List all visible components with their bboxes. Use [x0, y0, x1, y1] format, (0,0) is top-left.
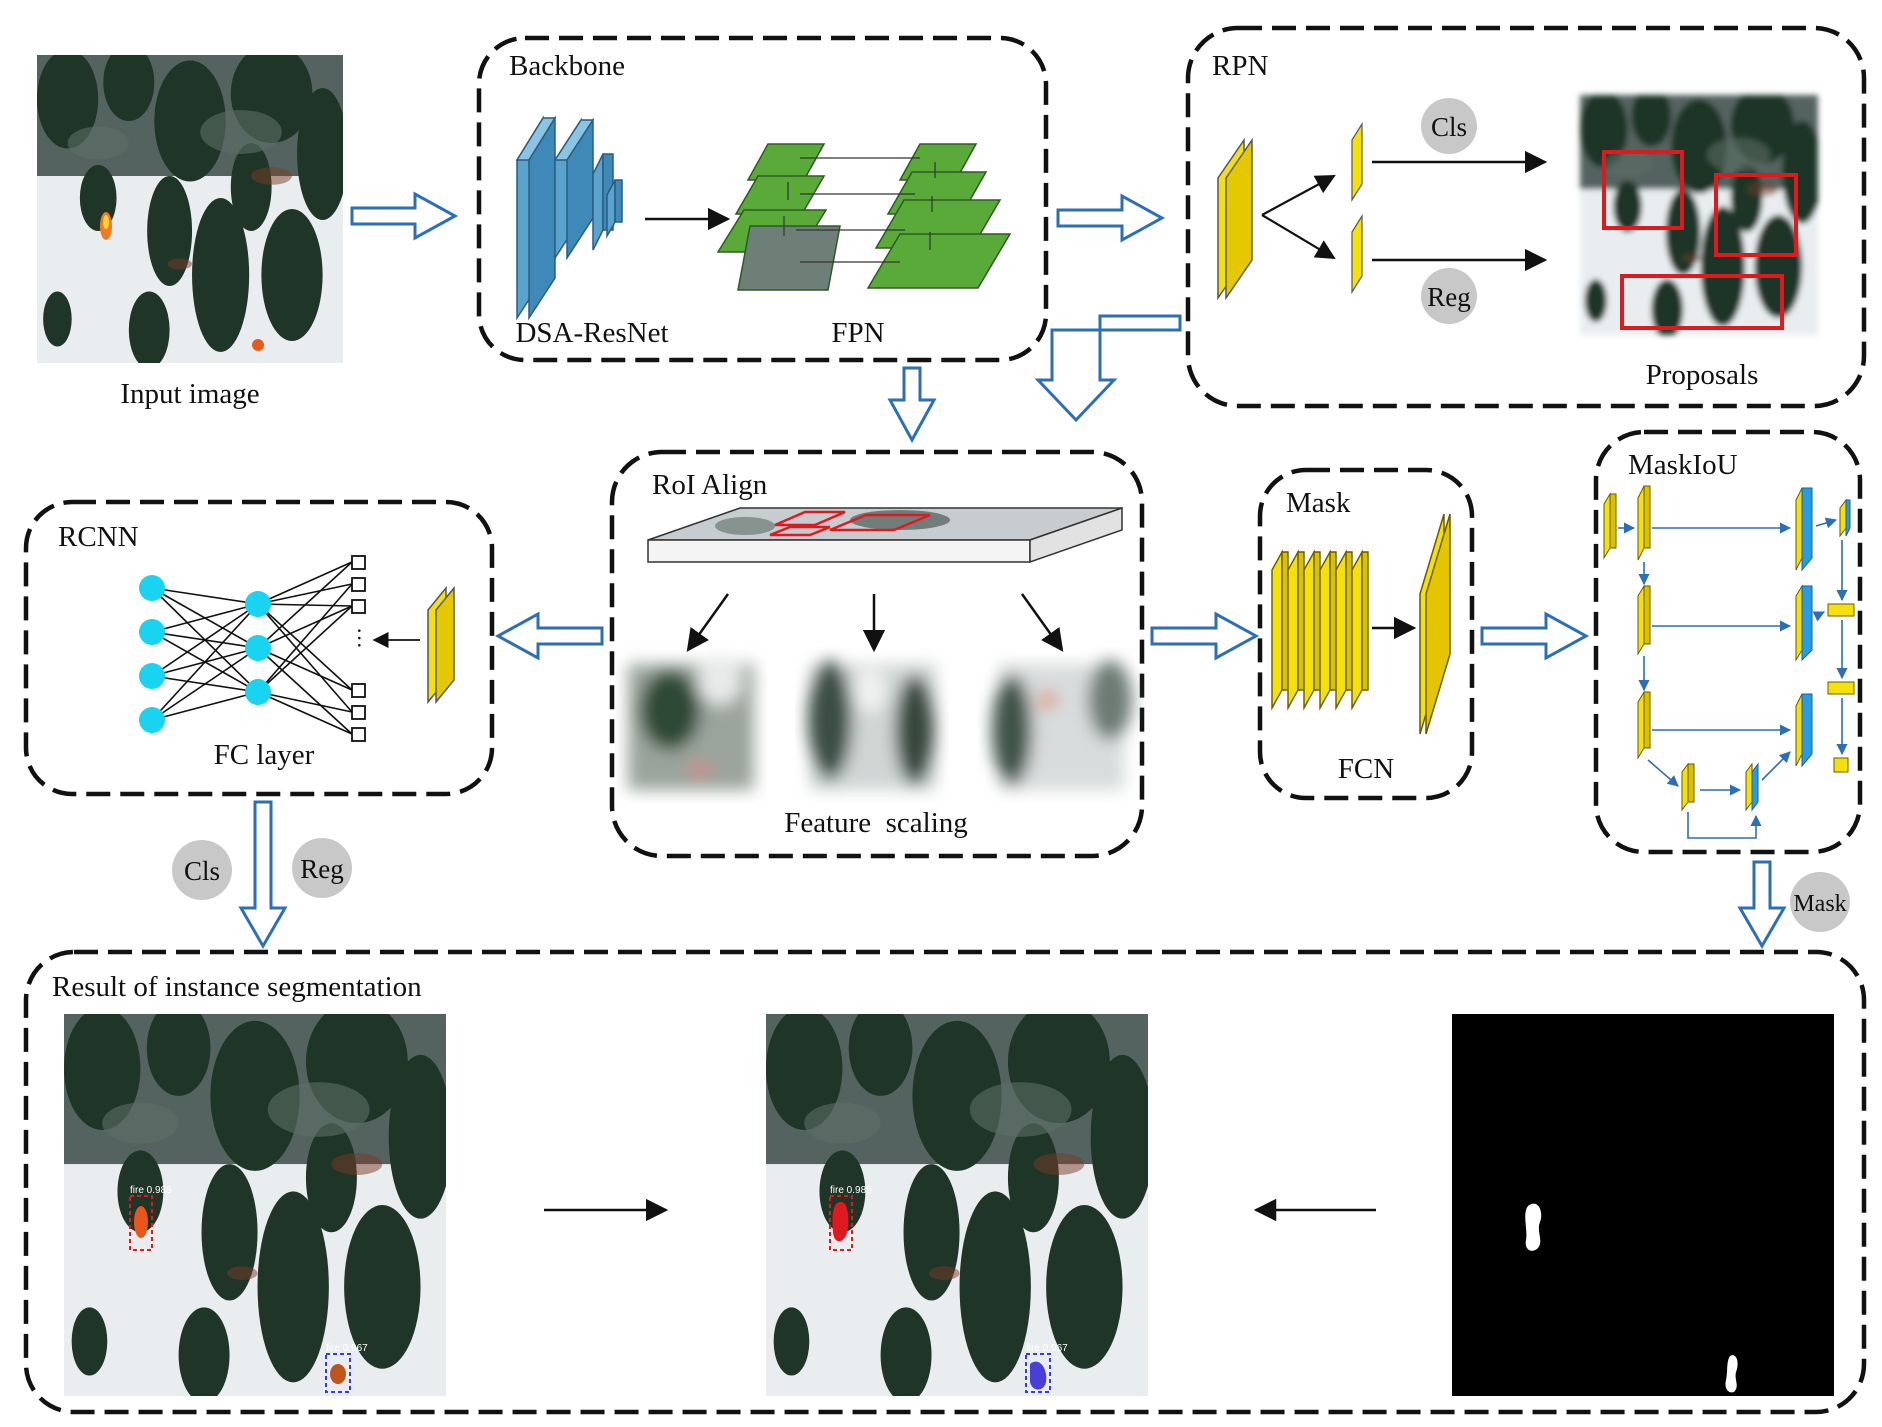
- result-title: Result of instance segmentation: [52, 971, 422, 1003]
- rpn-small-maps: [1351, 121, 1363, 295]
- roi-align-title: RoI Align: [652, 469, 768, 501]
- rcnn-title: RCNN: [58, 521, 139, 553]
- detection-label-1: fire 0.985: [130, 1185, 172, 1196]
- rpn-box: [1185, 25, 1867, 409]
- maskiou-network: [1603, 485, 1855, 839]
- fpn-pyramid: [716, 143, 1012, 291]
- scaled-feature-1: [628, 655, 754, 790]
- segmentation-result-image: fire 0.985 fire 0.967: [766, 1014, 1148, 1396]
- fc-connections: [151, 561, 353, 735]
- flow-arrow: [1056, 193, 1166, 243]
- fc-output-nodes: [351, 555, 366, 742]
- backbone-title: Backbone: [509, 50, 625, 82]
- mask-box: [1257, 467, 1475, 801]
- result-box: [23, 949, 1867, 1415]
- rcnn-reg-badge: [292, 838, 352, 898]
- flow-arrow: [494, 611, 604, 661]
- flow-arrow: [1737, 860, 1787, 949]
- rpn-title: RPN: [1212, 50, 1268, 82]
- backbone-box: [476, 35, 1049, 363]
- rpn-reg-badge: [1421, 268, 1477, 324]
- mask-title: Mask: [1286, 487, 1351, 519]
- fcn-label: FCN: [1338, 753, 1394, 785]
- maskiou-box: [1593, 429, 1863, 855]
- fpn-connectors: [783, 157, 936, 263]
- detection-label-2: fire 0.967: [326, 1343, 368, 1354]
- input-image-caption: Input image: [120, 378, 259, 410]
- segmentation-label-2: fire 0.967: [1026, 1343, 1068, 1354]
- flow-arrow: [1034, 314, 1182, 423]
- proposals-label: Proposals: [1646, 359, 1759, 391]
- fpn-label: FPN: [831, 317, 884, 349]
- mask-conv-stack: [1271, 549, 1369, 711]
- rpn-feature-map: [1217, 137, 1253, 301]
- rcnn-roi-feature: [427, 585, 455, 705]
- fc-ellipsis: ···: [347, 627, 372, 649]
- flow-arrow: [350, 191, 459, 241]
- rpn-cls-label: Cls: [1431, 112, 1467, 142]
- fc-hidden-nodes: [245, 591, 271, 705]
- flow-arrow: [1150, 611, 1260, 661]
- flow-arrow: [1480, 611, 1590, 661]
- maskiou-title: MaskIoU: [1628, 449, 1738, 481]
- scaled-feature-3: [992, 660, 1132, 790]
- rcnn-reg-label: Reg: [300, 854, 344, 884]
- rpn-branch-arrow: [1261, 214, 1336, 260]
- segmentation-label-1: fire 0.985: [830, 1185, 872, 1196]
- rpn-cls-badge: [1421, 98, 1477, 154]
- roi-feature-slab: [647, 506, 1123, 564]
- fcn-output-map: [1419, 513, 1451, 735]
- dsa-resnet-layers: [515, 115, 623, 321]
- roi-arrow-right: [1020, 593, 1064, 652]
- detection-result-image: fire 0.985 fire 0.967: [64, 1014, 446, 1396]
- mask-badge-label: Mask: [1793, 891, 1846, 917]
- roi-arrow-left: [686, 593, 730, 652]
- input-image: [37, 55, 343, 363]
- flow-arrow: [238, 800, 288, 949]
- fc-layer-label: FC layer: [214, 739, 315, 771]
- flow-arrow: [887, 366, 937, 444]
- mask-badge: [1790, 872, 1850, 932]
- rcnn-box: [23, 499, 495, 797]
- rpn-branch-arrow: [1261, 175, 1336, 216]
- resnet-label: DSA-ResNet: [515, 317, 668, 349]
- feature-scaling-label: Feature scaling: [784, 807, 968, 839]
- binary-mask-image: [1452, 1014, 1834, 1396]
- rcnn-cls-label: Cls: [184, 856, 220, 886]
- fc-input-nodes: [139, 575, 165, 733]
- rpn-reg-label: Reg: [1427, 282, 1471, 312]
- scaled-feature-2: [808, 660, 936, 790]
- rcnn-cls-badge: [172, 840, 232, 900]
- proposals-image: [1580, 95, 1818, 335]
- roi-align-box: [609, 449, 1145, 859]
